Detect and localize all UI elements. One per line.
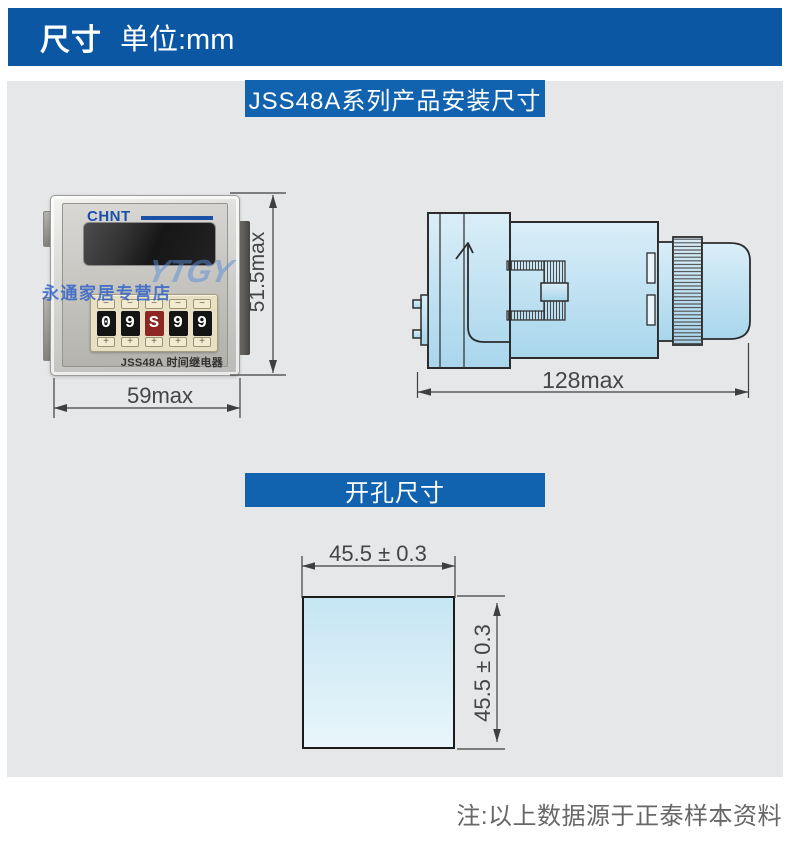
body-slot xyxy=(646,294,656,326)
device-model-label: JSS48A 时间继电器 xyxy=(120,357,223,369)
digit-wheel-column: − 9 + xyxy=(168,299,188,347)
side-view-drawing xyxy=(412,212,751,398)
wheel-digit: 9 xyxy=(168,310,188,336)
wheel-plus-button: + xyxy=(193,337,211,347)
terminal-pin xyxy=(412,299,422,309)
wheel-minus-button: − xyxy=(121,299,139,309)
connector-center-key xyxy=(540,282,569,302)
mounting-latch xyxy=(467,243,510,343)
dim-label-side-length: 128max xyxy=(542,367,624,393)
dimension-arrowheads xyxy=(302,562,501,742)
cutout-square xyxy=(302,596,455,749)
mounting-latch-tip xyxy=(455,242,474,260)
body-slot xyxy=(646,252,656,284)
device-latch-bar xyxy=(237,221,250,355)
section-header: 尺寸 单位:mm xyxy=(8,8,782,66)
source-note: 注:以上数据源于正泰样本资料 xyxy=(456,803,782,830)
connector-hatch-strip xyxy=(506,260,545,271)
digit-wheel-column: − 0 + xyxy=(96,299,116,347)
digit-wheel-column: − 9 + xyxy=(192,299,212,347)
brand-logo: CHNT xyxy=(87,208,131,225)
cutout-dimension-lines xyxy=(301,556,505,750)
wheel-plus-button: + xyxy=(121,337,139,347)
wheel-minus-button: − xyxy=(97,299,115,309)
device-front-face: CHNT − 0 + − 9 + − S + xyxy=(62,203,228,369)
knurled-ring-ribs xyxy=(673,237,702,345)
dimension-arrowheads xyxy=(54,195,277,412)
socket-neck xyxy=(657,241,674,342)
ytgy-watermark: YTGY xyxy=(144,253,236,289)
terminal-pin xyxy=(412,329,422,339)
store-watermark: 永通家居专营店 xyxy=(42,284,172,303)
digit-wheel-column: − S + xyxy=(144,299,164,347)
terminal-block xyxy=(420,294,429,346)
wheel-digit: 9 xyxy=(192,310,212,336)
wheel-minus-button: − xyxy=(145,299,163,309)
brand-logo-underline xyxy=(141,216,213,220)
wheel-digit: 0 xyxy=(96,310,116,336)
dim-label-front-height: 51.5max xyxy=(246,231,269,313)
end-cap xyxy=(701,242,751,340)
device-display-window xyxy=(83,222,216,266)
connector-hatch-strip xyxy=(506,310,545,321)
banner-install-dimensions: JSS48A系列产品安装尺寸 xyxy=(245,80,545,117)
front-view-dimension-lines xyxy=(53,192,286,418)
banner-cutout-dimensions: 开孔尺寸 xyxy=(245,473,545,507)
header-unit: 单位:mm xyxy=(120,24,235,56)
wheel-minus-button: − xyxy=(169,299,187,309)
wheel-minus-button: − xyxy=(193,299,211,309)
header-title: 尺寸 xyxy=(40,24,102,57)
dim-label-cutout-width: 45.5 ± 0.3 xyxy=(329,541,427,566)
dimension-arrowheads xyxy=(417,388,749,396)
digit-wheel-panel: − 0 + − 9 + − S + − 9 + xyxy=(90,294,218,352)
wheel-digit: S xyxy=(144,310,164,336)
wheel-plus-button: + xyxy=(169,337,187,347)
relay-body xyxy=(509,221,659,359)
wheel-digit: 9 xyxy=(120,310,140,336)
dim-label-front-width: 59max xyxy=(126,383,194,408)
digit-wheel-column: − 9 + xyxy=(120,299,140,347)
wheel-plus-button: + xyxy=(97,337,115,347)
device-photo: CHNT − 0 + − 9 + − S + xyxy=(42,195,250,376)
wheel-plus-button: + xyxy=(145,337,163,347)
bezel-detail-lines xyxy=(439,213,465,368)
dim-label-cutout-height: 45.5 ± 0.3 xyxy=(470,624,495,722)
